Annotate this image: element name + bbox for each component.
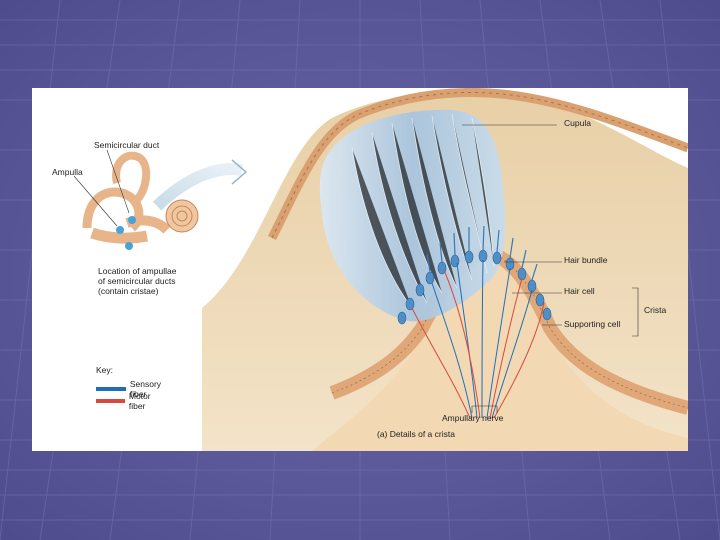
legend-item-motor: Motor fiber <box>96 391 160 411</box>
label-cupula: Cupula <box>564 118 591 128</box>
inner-ear-inset <box>82 151 248 250</box>
label-semicircular-duct: Semicircular duct <box>94 140 160 150</box>
crista-ridge <box>312 248 688 451</box>
label-hair-cell: Hair cell <box>564 286 595 296</box>
label-ampullary-nerve: Ampullary nerve <box>442 413 504 423</box>
figure-caption: (a) Details of a crista <box>377 429 455 439</box>
legend-label-sensory: Sensory fiber <box>129 379 162 399</box>
label-location-note-2: of semicircular ducts <box>98 276 176 286</box>
sensory-fiber-swatch <box>96 387 126 391</box>
crista-figure-panel: Semicircular duct Ampulla Location of am… <box>32 88 688 451</box>
label-location-note-3: (contain cristae) <box>98 286 159 296</box>
label-crista: Crista <box>644 305 667 315</box>
motor-fiber-swatch <box>96 399 125 403</box>
label-location-note-1: Location of ampullae <box>98 266 177 276</box>
legend-title: Key: <box>96 365 114 375</box>
label-hair-bundle: Hair bundle <box>564 255 608 265</box>
label-ampulla: Ampulla <box>52 167 83 177</box>
label-supporting-cell: Supporting cell <box>564 319 621 329</box>
crista-illustration <box>73 88 688 451</box>
legend-item-sensory: Sensory fiber <box>96 379 169 399</box>
legend-label-motor: Motor fiber <box>128 391 151 411</box>
legend-key: Key: Sensory fiber Motor fiber <box>96 365 161 411</box>
